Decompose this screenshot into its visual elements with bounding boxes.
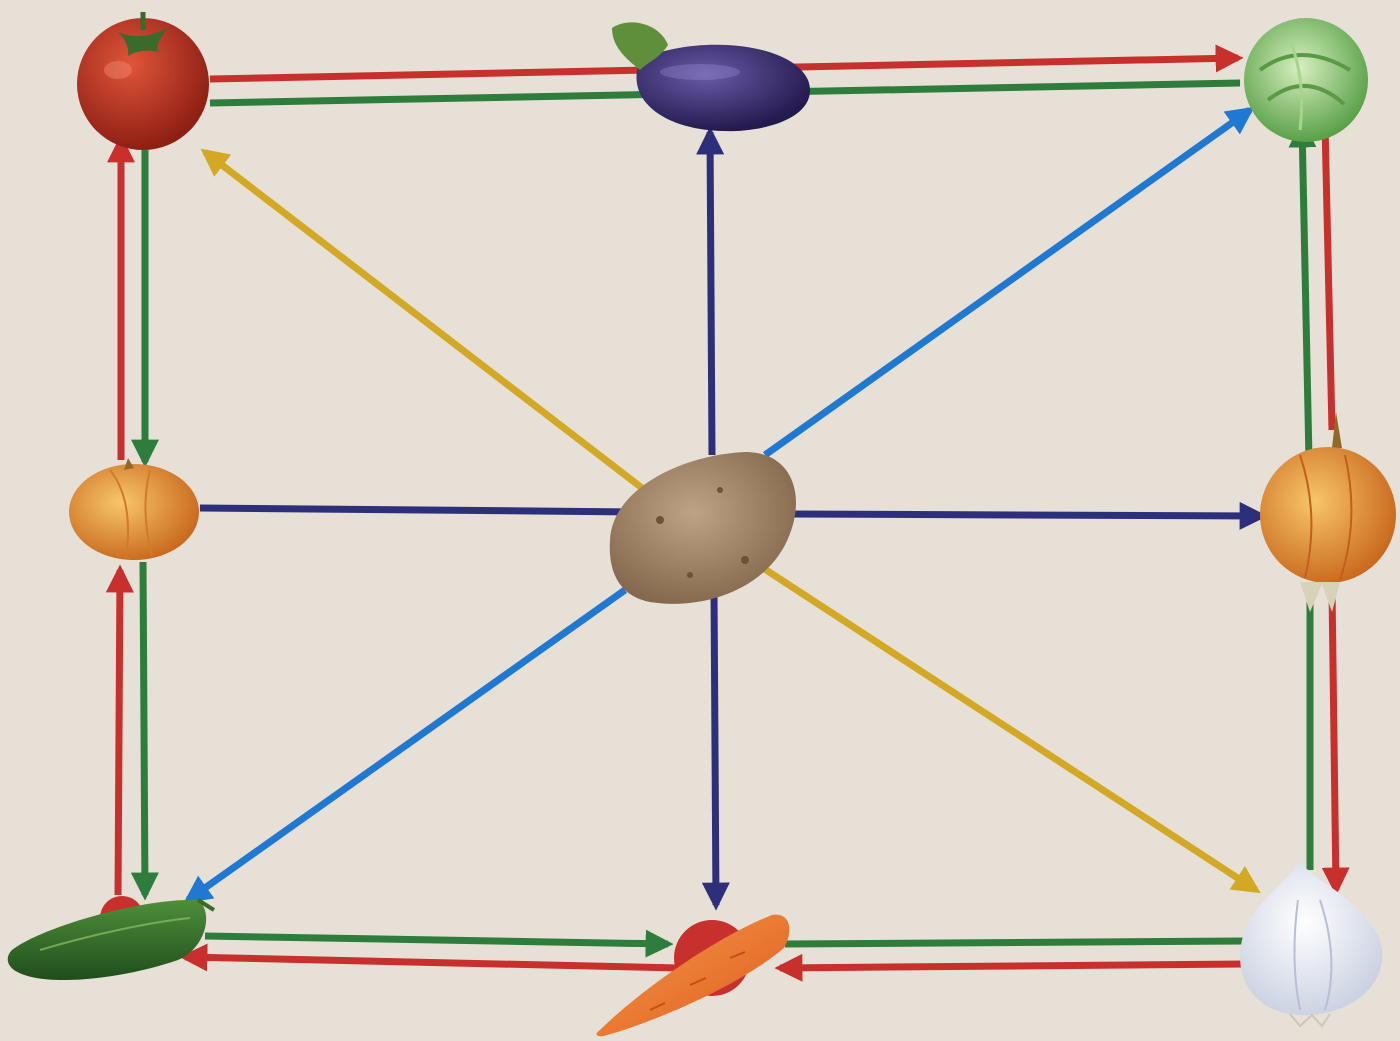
navy-arrow-center-up: [710, 132, 712, 455]
red-arrow-right-lower: [1332, 590, 1336, 890]
red-arrow-left-lower: [118, 570, 120, 895]
navy-line-center-left: [200, 508, 640, 512]
cabbage-icon: [1244, 18, 1368, 142]
red-arrow-bottom-right: [780, 964, 1244, 968]
green-line-bottom-right: [785, 941, 1244, 944]
navy-arrow-center-down: [714, 590, 716, 905]
navy-arrow-center-right: [790, 514, 1262, 516]
green-arrow-left-lower: [143, 562, 145, 895]
